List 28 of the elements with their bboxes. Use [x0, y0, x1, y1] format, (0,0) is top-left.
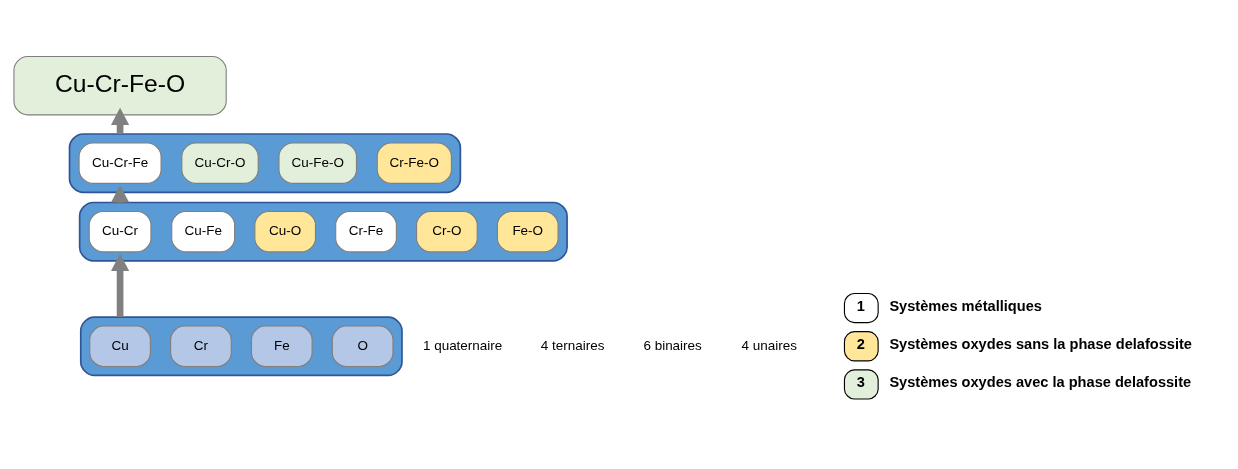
label: 4 ternaires [540, 337, 605, 353]
legend-label: Systèmes métalliques [889, 297, 1042, 314]
legend-label: Systèmes oxydes sans la phase delafossite [889, 335, 1192, 352]
legend-label: Systèmes oxydes avec la phase delafossite [889, 374, 1192, 391]
node-box: Fe [250, 325, 313, 367]
node-box: Cu-Fe-O [278, 142, 358, 184]
label: 3 [856, 374, 865, 391]
node-box: Cu-Cr-Fe-O [13, 55, 227, 116]
label: 2 [856, 335, 865, 352]
cluster [79, 316, 403, 377]
cluster [68, 133, 462, 194]
label: 1 quaternaire [422, 337, 503, 353]
node-box: Cr-Fe [335, 210, 397, 253]
node-box: O [331, 325, 394, 367]
node-box: Cu-Cr-O [181, 142, 259, 184]
node-box: Cr-O [416, 210, 478, 253]
node-box: Cr [170, 325, 232, 367]
label: 4 unaires [741, 337, 797, 353]
node-box: Cu-Fe [171, 210, 236, 253]
node-box: Cr-Fe-O [376, 142, 452, 184]
node-box: Cu-Cr-Fe [78, 142, 162, 184]
label: 1 [856, 297, 865, 314]
node-box: Cu-O [254, 210, 317, 253]
label: 6 binaires [643, 337, 702, 353]
arrow [110, 253, 130, 318]
node-box: Cu-Cr [88, 210, 152, 253]
node-box: Cu [89, 325, 151, 367]
node-box: Fe-O [496, 210, 559, 253]
